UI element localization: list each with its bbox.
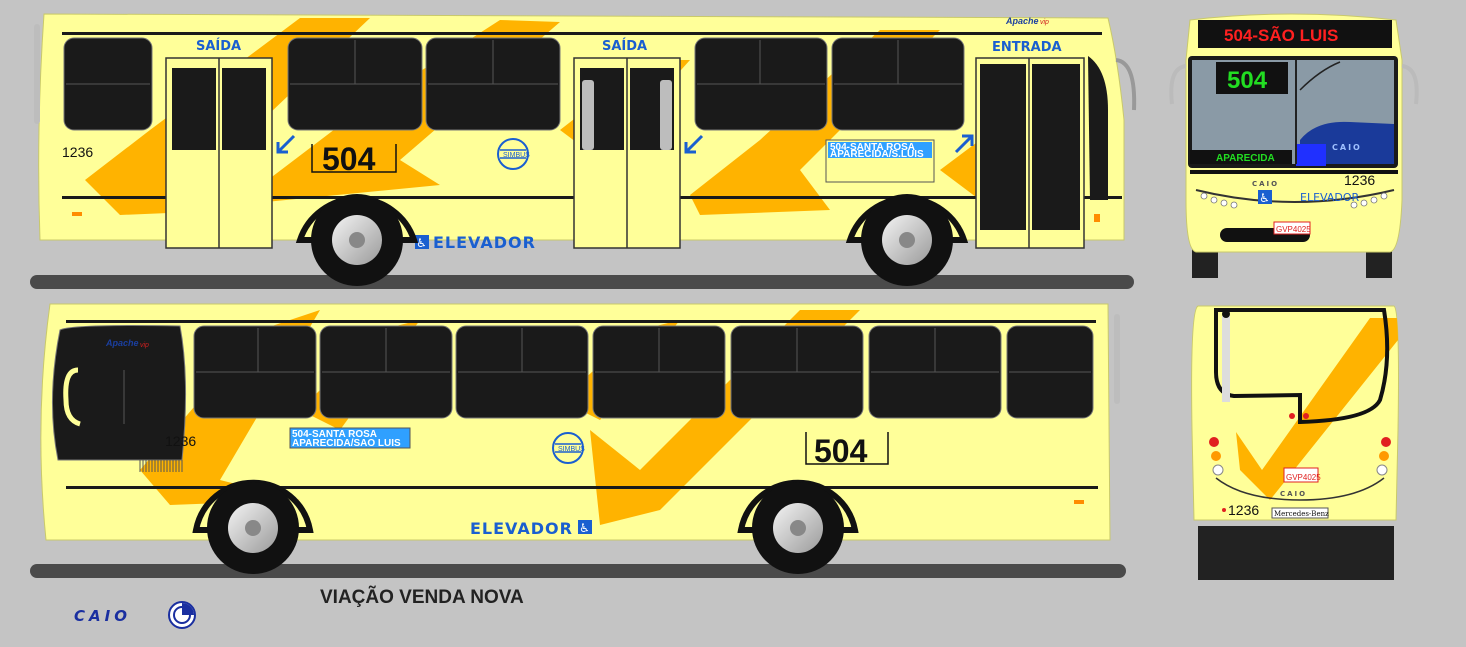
rear-wiper bbox=[1222, 316, 1230, 402]
fleet-number: 1236 bbox=[62, 144, 93, 160]
marker-light bbox=[72, 212, 82, 216]
taillight-icon bbox=[1209, 413, 1391, 476]
svg-text:♿: ♿ bbox=[416, 236, 427, 250]
front-elevator-label: ELEVADOR bbox=[1300, 191, 1360, 204]
blue-panel bbox=[1296, 144, 1326, 166]
wheel bbox=[737, 479, 859, 574]
svg-text:♿: ♿ bbox=[1259, 191, 1270, 205]
logo-caption: SIMBUS bbox=[503, 152, 530, 159]
plate-text: GVP4025 bbox=[1276, 225, 1311, 234]
roof-line bbox=[66, 320, 1096, 323]
wheel bbox=[192, 479, 314, 574]
arrow-icon bbox=[276, 134, 974, 154]
front-belt bbox=[1190, 170, 1398, 174]
front-grille bbox=[139, 460, 183, 472]
sub-destination-text: APARECIDA bbox=[1216, 153, 1275, 164]
rear-mirror-bar bbox=[34, 24, 40, 124]
elevator-label: ELEVADOR bbox=[433, 233, 536, 252]
rear-door bbox=[165, 57, 273, 249]
wheelchair-icon bbox=[415, 235, 429, 249]
bus-right-side-view: SAÍDA SAÍDA ENTRADA 1236 504 SIMBUS 504-… bbox=[30, 13, 1137, 289]
svg-text:APARECIDA/SAO LUIS: APARECIDA/SAO LUIS bbox=[292, 438, 401, 449]
fleet-number: 1236 bbox=[1228, 502, 1259, 518]
route-sign: 504-SANTA ROSA APARECIDA/SAO LUIS bbox=[289, 427, 411, 449]
ground-shadow bbox=[30, 275, 1134, 289]
rear-mirror-bar bbox=[1114, 314, 1120, 404]
brand-badge: Apache vip bbox=[105, 338, 149, 349]
door-label-rear: SAÍDA bbox=[196, 38, 241, 54]
sub-destination-display bbox=[1190, 150, 1292, 164]
license-plate bbox=[1273, 221, 1311, 235]
front-maker-badge: CAIO bbox=[1252, 180, 1279, 188]
route-number-led: 504 bbox=[1227, 67, 1268, 94]
plate-text: GVP4025 bbox=[1286, 473, 1321, 482]
side-mirror bbox=[1169, 64, 1187, 105]
route-number: 504 bbox=[814, 433, 868, 469]
bus-left-side-view: Apache vip 1236 504-SANTA ROSA APARECIDA… bbox=[30, 303, 1126, 578]
side-mirror bbox=[63, 367, 81, 427]
headlight-icon bbox=[1200, 192, 1388, 209]
fleet-number: 1236 bbox=[1344, 172, 1375, 188]
mercedes-badge bbox=[1271, 507, 1329, 519]
wheels-front bbox=[1192, 248, 1218, 278]
svg-text:♿: ♿ bbox=[579, 521, 590, 535]
wheelchair-icon bbox=[1258, 190, 1272, 204]
front-bumper-curve bbox=[1195, 189, 1395, 203]
side-mirror bbox=[1115, 58, 1137, 111]
logo-caption: SIMBUS bbox=[558, 446, 585, 453]
svg-text:APARECIDA/S.LUIS: APARECIDA/S.LUIS bbox=[830, 149, 924, 160]
middle-door bbox=[573, 57, 681, 249]
simbus-logo-icon: SIMBUS bbox=[552, 432, 585, 464]
bus-front-view: 504-SÃO LUIS CAIO 504 APARECIDA CAIO 123… bbox=[1169, 13, 1419, 278]
svg-text:Apache: Apache bbox=[105, 338, 139, 348]
destination-display bbox=[1198, 20, 1392, 48]
dashboard-badge: CAIO bbox=[1332, 143, 1362, 152]
brand-badge: Apache vip bbox=[1005, 16, 1049, 26]
roof-line bbox=[62, 32, 1102, 35]
windshield-edge bbox=[1088, 56, 1108, 200]
simbus-logo-icon: SIMBUS bbox=[497, 138, 530, 170]
route-number-display bbox=[1216, 62, 1288, 94]
front-door bbox=[975, 57, 1085, 249]
caio-logo-icon: CAIO bbox=[74, 601, 196, 629]
route-sign: 504-SANTA ROSA APARECIDA/S.LUIS bbox=[825, 139, 935, 183]
door-label-front: ENTRADA bbox=[992, 40, 1062, 55]
caio-logo-text: CAIO bbox=[74, 607, 131, 625]
marker-light bbox=[1094, 214, 1100, 222]
elevator-label: ELEVADOR bbox=[470, 519, 573, 538]
svg-text:Apache: Apache bbox=[1005, 16, 1039, 26]
company-name: VIAÇÃO VENDA NOVA bbox=[320, 586, 524, 608]
elevator-indicator: ♿ ELEVADOR bbox=[415, 233, 536, 252]
destination-text: 504-SÃO LUIS bbox=[1224, 25, 1338, 45]
windshield bbox=[52, 325, 187, 461]
livery-stripes bbox=[1236, 318, 1398, 500]
svg-text:vip: vip bbox=[140, 342, 149, 349]
rear-wheels bbox=[1198, 526, 1394, 580]
door-label-middle: SAÍDA bbox=[602, 38, 647, 54]
brand-text: Mercedes-Benz bbox=[1274, 510, 1329, 518]
side-mirror bbox=[1401, 64, 1419, 105]
svg-text:504-SANTA ROSA: 504-SANTA ROSA bbox=[830, 142, 915, 153]
route-number-plate: 504 bbox=[311, 141, 397, 177]
license-plate bbox=[1283, 467, 1319, 483]
rear-maker-badge: CAIO bbox=[1280, 490, 1307, 498]
bus-rear-view: GVP4025 CAIO 1236 Mercedes-Benz bbox=[1191, 305, 1399, 580]
wheelchair-icon bbox=[578, 520, 592, 534]
fleet-number: 1236 bbox=[165, 433, 196, 449]
wheel bbox=[845, 194, 969, 286]
elevator-indicator: ELEVADOR ♿ bbox=[470, 519, 592, 538]
svg-text:vip: vip bbox=[1040, 19, 1049, 26]
marker-light bbox=[1074, 500, 1084, 504]
svg-text:504-SANTA ROSA: 504-SANTA ROSA bbox=[292, 429, 377, 440]
wheel bbox=[295, 194, 419, 286]
window-dividers bbox=[196, 328, 1091, 373]
rear-window bbox=[1214, 308, 1390, 425]
route-number: 504 bbox=[322, 141, 376, 177]
window-dividers bbox=[66, 40, 962, 85]
wheels-front bbox=[1366, 248, 1392, 278]
ground-shadow bbox=[30, 564, 1126, 578]
route-number-plate: 504 bbox=[805, 432, 889, 469]
belt-line bbox=[66, 486, 1098, 489]
